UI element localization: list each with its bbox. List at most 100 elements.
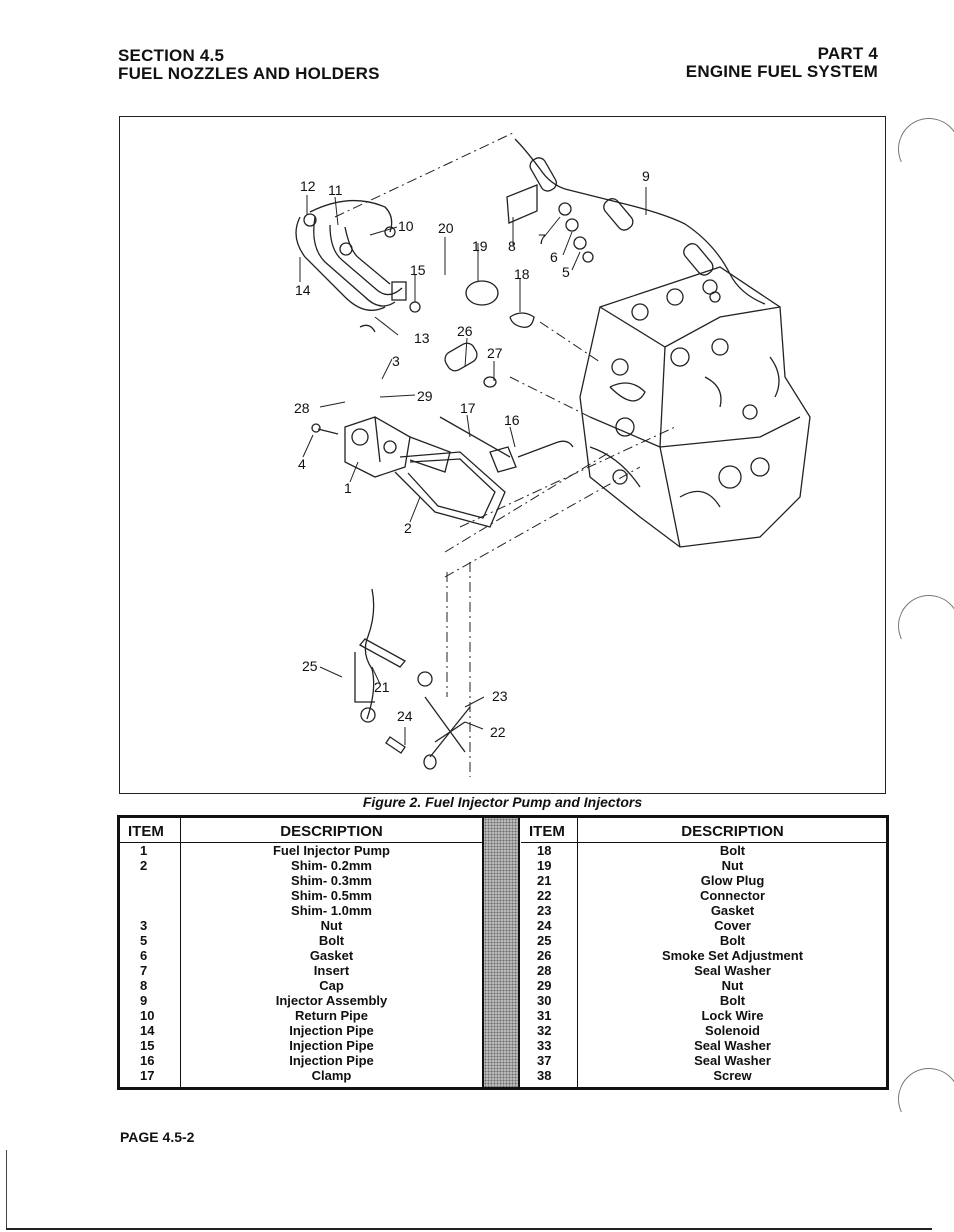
callout-21: 21 bbox=[374, 679, 390, 695]
part-description: Cap bbox=[319, 978, 344, 993]
part-description: Gasket bbox=[309, 948, 354, 963]
callout-20: 20 bbox=[438, 220, 454, 236]
part-description: Shim- 1.0mm bbox=[291, 903, 372, 918]
item-number: 8 bbox=[140, 978, 148, 993]
item-number: 24 bbox=[537, 918, 552, 933]
part-description: Smoke Set Adjustment bbox=[661, 948, 804, 963]
callout-23: 23 bbox=[492, 688, 508, 704]
item-number: 10 bbox=[140, 1008, 155, 1023]
item-column-header: ITEM bbox=[529, 823, 565, 840]
part-description: Bolt bbox=[318, 933, 345, 948]
figure-caption: Figure 2. Fuel Injector Pump and Injecto… bbox=[362, 794, 643, 810]
callout-labels: 12 11 10 20 19 8 7 6 5 18 9 15 14 13 26 … bbox=[294, 168, 650, 740]
section-header: SECTION 4.5 FUEL NOZZLES AND HOLDERS bbox=[118, 47, 380, 83]
part-description: Injector Assembly bbox=[275, 993, 388, 1008]
table-row: 10 Return Pipe bbox=[120, 1008, 482, 1023]
item-number: 26 bbox=[537, 948, 552, 963]
callout-3: 3 bbox=[392, 353, 400, 369]
item-number: 14 bbox=[140, 1023, 155, 1038]
callout-15: 15 bbox=[410, 262, 426, 278]
table-row: 7 Insert bbox=[120, 963, 482, 978]
part-description: Seal Washer bbox=[694, 963, 771, 978]
section-number: SECTION 4.5 bbox=[118, 46, 225, 65]
smoke-set-drawing bbox=[439, 342, 574, 473]
part-description: Shim- 0.3mm bbox=[291, 873, 372, 888]
callout-16: 16 bbox=[504, 412, 520, 428]
injection-pipes-drawing bbox=[295, 199, 421, 333]
item-number: 21 bbox=[537, 873, 552, 888]
item-number: 31 bbox=[537, 1008, 552, 1023]
item-number: 7 bbox=[140, 963, 148, 978]
table-row: Shim- 0.5mm bbox=[120, 888, 482, 903]
item-number: 22 bbox=[537, 888, 552, 903]
table-header-row: ITEM DESCRIPTION bbox=[120, 818, 482, 843]
callout-leaders bbox=[299, 187, 647, 745]
item-number: 29 bbox=[537, 978, 552, 993]
table-row: 26 Smoke Set Adjustment bbox=[521, 948, 886, 963]
part-description: Shim- 0.5mm bbox=[291, 888, 372, 903]
callout-1: 1 bbox=[344, 480, 352, 496]
leader-lines bbox=[334, 131, 676, 777]
table-row: 1 Fuel Injector Pump bbox=[120, 843, 482, 858]
callout-13: 13 bbox=[414, 330, 430, 346]
description-column-header: DESCRIPTION bbox=[681, 823, 784, 840]
table-row: 2 Shim- 0.2mm bbox=[120, 858, 482, 873]
glow-plug-drawing bbox=[354, 588, 471, 770]
callout-4: 4 bbox=[298, 456, 306, 472]
callout-24: 24 bbox=[397, 708, 413, 724]
callout-26: 26 bbox=[457, 323, 473, 339]
table-row: 33 Seal Washer bbox=[521, 1038, 886, 1053]
item-number: 28 bbox=[537, 963, 552, 978]
shaded-divider bbox=[482, 818, 520, 1087]
exploded-view-figure: 12 11 10 20 19 8 7 6 5 18 9 15 14 13 26 … bbox=[119, 116, 886, 794]
binder-hole bbox=[889, 1059, 954, 1139]
part-description: Shim- 0.2mm bbox=[291, 858, 372, 873]
part-description: Gasket bbox=[710, 903, 755, 918]
item-number: 1 bbox=[140, 843, 148, 858]
callout-8: 8 bbox=[508, 238, 516, 254]
part-description: Fuel Injector Pump bbox=[272, 843, 390, 858]
item-number: 15 bbox=[140, 1038, 155, 1053]
part-description: Nut bbox=[721, 978, 744, 993]
part-description: Insert bbox=[313, 963, 350, 978]
part-description: Return Pipe bbox=[295, 1008, 368, 1023]
part-description: Lock Wire bbox=[701, 1008, 764, 1023]
fuel-pump-drawing bbox=[311, 416, 506, 528]
bottom-rule bbox=[6, 1228, 932, 1230]
callout-11: 11 bbox=[328, 182, 343, 198]
callout-7: 7 bbox=[538, 231, 546, 247]
table-row: Shim- 1.0mm bbox=[120, 903, 482, 918]
callout-29: 29 bbox=[417, 388, 433, 404]
item-number: 33 bbox=[537, 1038, 552, 1053]
item-number: 25 bbox=[537, 933, 552, 948]
item-number: 2 bbox=[140, 858, 148, 873]
margin-mark bbox=[6, 1150, 7, 1228]
engine-block-drawing bbox=[579, 266, 811, 548]
callout-27: 27 bbox=[487, 345, 503, 361]
callout-9: 9 bbox=[642, 168, 650, 184]
callout-19: 19 bbox=[472, 238, 488, 254]
callout-10: 10 bbox=[398, 218, 414, 234]
page-number: PAGE 4.5-2 bbox=[120, 1129, 195, 1145]
table-header-row: ITEM DESCRIPTION bbox=[521, 818, 886, 843]
part-description: Seal Washer bbox=[694, 1038, 771, 1053]
part-description: Injection Pipe bbox=[289, 1038, 374, 1053]
item-number: 19 bbox=[537, 858, 552, 873]
table-row: 15 Injection Pipe bbox=[120, 1038, 482, 1053]
item-number: 3 bbox=[140, 918, 148, 933]
part-description: Seal Washer bbox=[694, 1053, 771, 1068]
